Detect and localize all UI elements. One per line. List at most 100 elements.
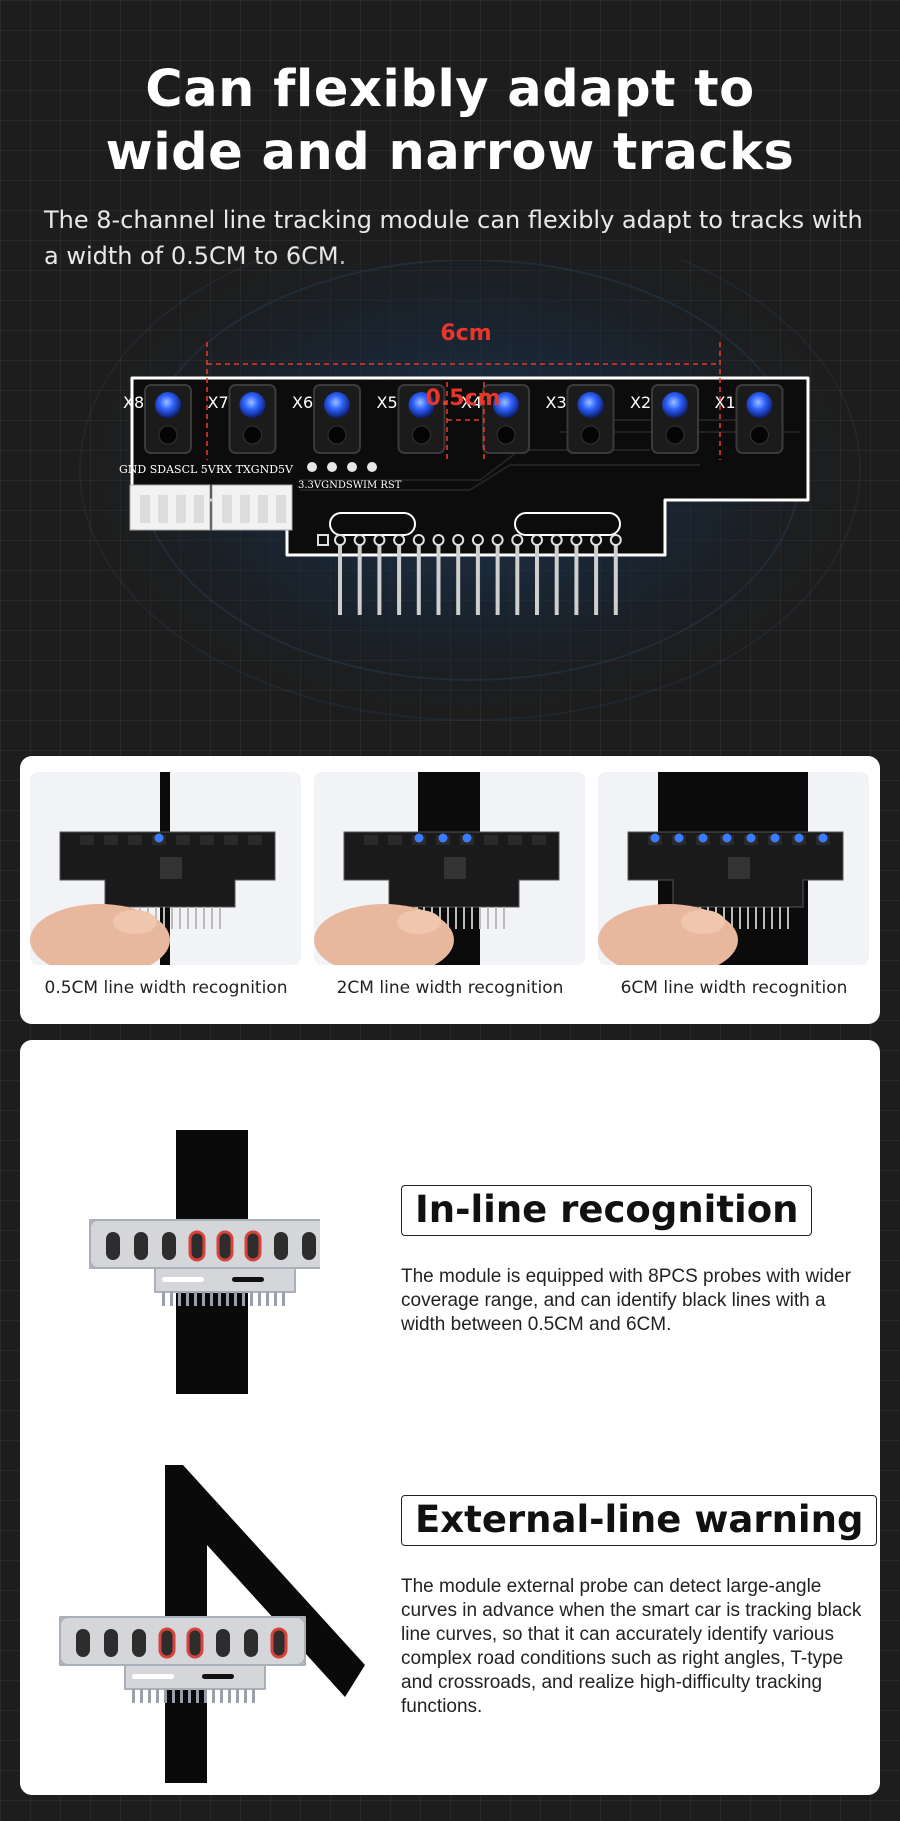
header-pin [377,543,382,615]
header-pin [397,543,402,615]
header-pad [432,534,445,546]
header-pad [550,534,563,546]
port-left-label: GND SDASCL 5V [119,463,217,476]
channel-label: X1 [715,393,736,412]
channel-label: X4 [461,393,482,412]
lit-led [438,833,448,843]
demo-caption-3: 6CM line width recognition [620,978,848,998]
feature-text-inline: The module is equipped with 8PCS probes … [401,1266,851,1335]
board-slot-right [514,512,621,536]
header-pin [495,543,500,615]
header-pad [609,534,622,546]
header-pin [535,543,539,615]
header-pins [317,534,622,615]
channel-label: X6 [292,393,313,412]
sensor-x8: X8 [123,384,192,454]
header-pin [357,543,362,615]
header-pad [334,534,346,546]
demo-photo-2 [314,772,585,965]
lit-led [674,833,684,843]
feature-text-external: The module external probe can detect lar… [401,1576,862,1717]
header-pin [613,543,618,615]
sensor-x3: X3 [546,384,615,454]
probe-active [270,1627,288,1659]
demo-photo-3 [598,772,869,965]
header-pad [393,534,406,546]
probe-board [89,1219,320,1306]
external-warning-diagram [59,1465,365,1783]
sensor-x4: X4 [461,384,530,454]
probe [106,1232,120,1260]
feature-title-external: External-line warning [401,1495,878,1546]
glow-ring-2 [79,260,861,721]
probe-active [158,1627,176,1659]
probe [216,1629,230,1657]
header-pin [594,543,599,615]
sensor-x7: X7 [208,384,277,454]
probe [162,1232,176,1260]
header-pad [471,534,484,546]
sensor-x2: X2 [630,384,699,454]
header-pin [515,543,520,615]
header-pad [373,534,386,546]
header-pin [574,543,579,615]
width-05cm-label: 0.5cm [426,386,501,411]
header-pin [338,543,342,615]
lit-led [698,833,708,843]
probe [302,1232,316,1260]
header-pin [436,543,441,615]
probe-active [216,1230,234,1262]
lit-led [794,833,804,843]
probe [274,1232,288,1260]
channel-label: X8 [123,393,144,412]
demo-card: 0.5CM line width recognition 2CM line wi… [20,756,880,1024]
header-pad [353,534,366,546]
header-pad-square [317,534,329,546]
header-pad [531,534,543,546]
lit-led [746,833,756,843]
channel-label: X2 [630,393,651,412]
channel-label: X7 [208,393,229,412]
demo-caption-1: 0.5CM line width recognition [44,978,288,998]
header-pad [590,534,603,546]
inline-recognition-diagram [89,1130,320,1394]
lit-led [770,833,780,843]
pads-label: 3.3VGNDSWIM RST [298,480,402,491]
header-pin [475,543,480,615]
lit-led [722,833,732,843]
title-line-1: Can flexibly adapt to [145,60,755,119]
page-title: Can flexibly adapt to wide and narrow tr… [0,58,900,184]
header-pin [554,543,559,615]
probe-active [186,1627,204,1659]
header-pad [452,534,465,546]
demo-photo-1 [30,772,301,965]
sensor-x1: X1 [715,384,784,454]
lit-led [462,833,472,843]
probe-active [244,1230,262,1262]
lit-led [154,833,164,843]
header-pin [416,543,421,615]
board-slot-left [329,512,416,536]
black-line-corner [165,1465,365,1783]
feature-card: In-line recognition The module is equipp… [20,1040,880,1795]
header-pin [456,543,461,615]
board-illustration: GND SDASCL 5V RX TXGND5V 3.3VGNDSWIM RST… [50,260,890,740]
header-pad [511,534,524,546]
feature-title-inline: In-line recognition [401,1185,813,1236]
lit-led [818,833,828,843]
port-right-label: RX TXGND5V [216,463,294,476]
probe-active [188,1230,206,1262]
probe [132,1629,146,1657]
sensor-row: X8 X7 X6 X5 X4 X3 X2 X1 [123,384,784,454]
header-pad [570,534,583,546]
probe [134,1232,148,1260]
sensor-x5: X5 [377,384,446,454]
title-line-2: wide and narrow tracks [105,123,795,182]
probe [76,1629,90,1657]
header-pad [412,534,425,546]
channel-label: X3 [546,393,567,412]
sensor-x6: X6 [292,384,361,454]
page-subtitle: The 8-channel line tracking module can f… [44,206,863,270]
lit-led [414,833,424,843]
lit-led [650,833,660,843]
